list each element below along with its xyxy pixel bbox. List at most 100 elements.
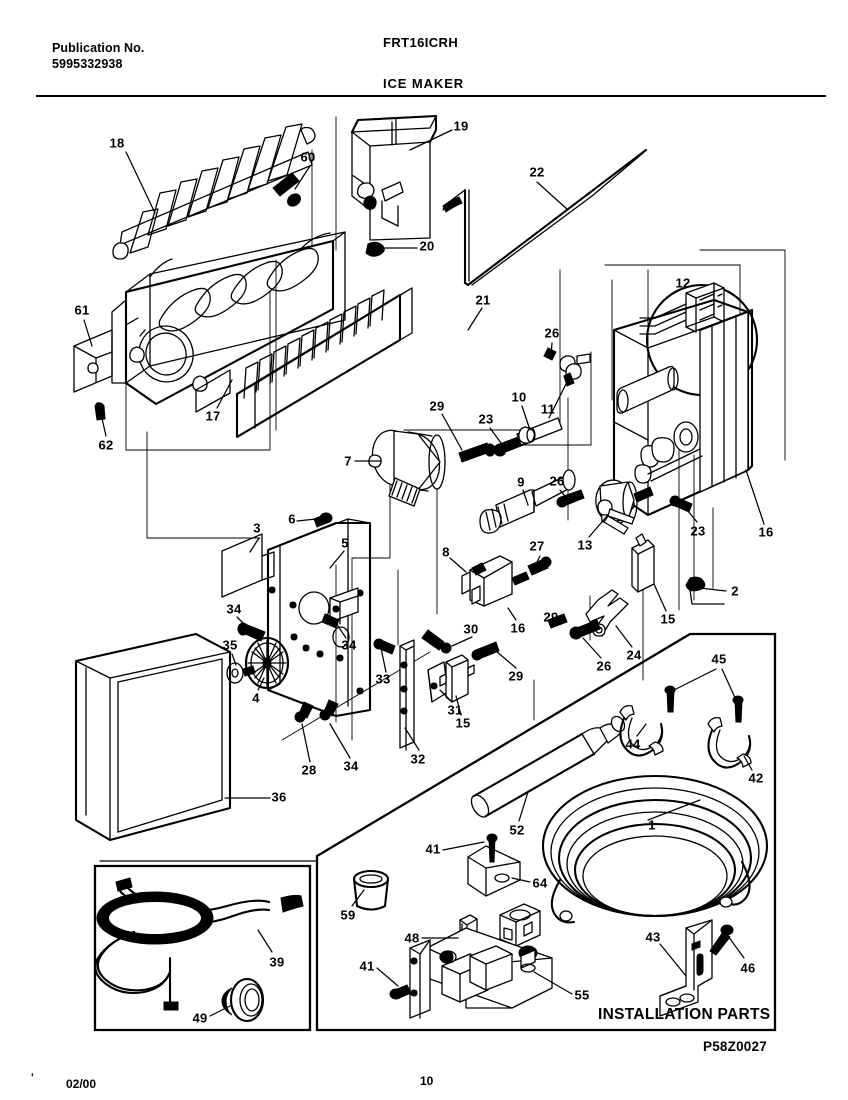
callout-number-31: 31 <box>447 702 463 718</box>
callout-number-6: 6 <box>288 511 296 527</box>
thermostat-part-13 <box>595 479 638 535</box>
mounting-plate-part-5 <box>266 518 372 718</box>
callout-number-32: 32 <box>410 751 426 767</box>
callout-number-29: 29 <box>543 609 559 625</box>
callout-number-8: 8 <box>442 544 450 560</box>
screw-part-41b <box>389 984 412 1000</box>
callout-number-34: 34 <box>341 637 357 653</box>
callout-number-1: 1 <box>648 817 656 833</box>
callout-number-60: 60 <box>300 149 316 165</box>
publication-number: 5995332938 <box>52 57 123 71</box>
screw-part-60 <box>272 172 301 207</box>
callout-number-29: 29 <box>508 668 524 684</box>
screw-part-26a <box>543 347 557 361</box>
screw-part-28 <box>294 701 314 723</box>
callout-number-21: 21 <box>475 292 491 308</box>
callout-number-55: 55 <box>574 987 590 1003</box>
installation-parts-label: INSTALLATION PARTS <box>598 1006 771 1023</box>
callout-number-41: 41 <box>425 841 441 857</box>
callout-number-26: 26 <box>544 325 560 341</box>
callout-number-30: 30 <box>463 621 479 637</box>
screw-part-26b <box>556 489 585 508</box>
callout-number-23: 23 <box>690 523 706 539</box>
callout-number-39: 39 <box>269 954 285 970</box>
publication-block: Publication No. 5995332938 <box>52 40 144 72</box>
tube-sleeve-part-52 <box>470 715 626 818</box>
callout-number-61: 61 <box>74 302 90 318</box>
screw-part-62 <box>94 402 106 421</box>
installation-parts-region-border <box>315 632 777 1032</box>
callout-number-15: 15 <box>455 715 471 731</box>
water-valve-part-55 <box>409 903 553 1019</box>
bracket-part-43 <box>659 919 713 1017</box>
callout-number-15: 15 <box>660 611 676 627</box>
callout-number-59: 59 <box>340 907 356 923</box>
ice-maker-module-part-16 <box>612 298 754 517</box>
callout-number-27: 27 <box>529 538 545 554</box>
callout-number-43: 43 <box>645 929 661 945</box>
callout-number-35: 35 <box>222 637 238 653</box>
callout-number-62: 62 <box>98 437 114 453</box>
screw-part-26c <box>569 619 601 640</box>
wiring-kit-region-border <box>93 864 312 1032</box>
switch-part-15a <box>439 654 475 703</box>
grommet-part-49 <box>221 977 265 1023</box>
screw-part-33 <box>373 638 396 655</box>
grommet-part-59 <box>352 869 390 911</box>
screw-part-45a <box>664 685 676 713</box>
callout-number-16: 16 <box>510 620 526 636</box>
callout-number-17: 17 <box>205 408 221 424</box>
callout-number-4: 4 <box>252 690 260 706</box>
screw-part-34c <box>319 699 339 721</box>
callout-number-7: 7 <box>344 453 352 469</box>
header-rule <box>36 95 826 97</box>
callout-number-16: 16 <box>758 524 774 540</box>
fill-tube-part-22 <box>442 148 648 287</box>
callout-number-41: 41 <box>359 958 375 974</box>
callout-number-26: 26 <box>549 473 565 489</box>
callout-number-9: 9 <box>517 474 525 490</box>
section-title: ICE MAKER <box>383 76 465 91</box>
callout-number-23: 23 <box>478 411 494 427</box>
callout-number-52: 52 <box>509 822 525 838</box>
callout-number-49: 49 <box>192 1010 208 1026</box>
screw-part-29a <box>458 442 496 463</box>
switch-part-15b <box>631 533 655 593</box>
callout-number-44: 44 <box>625 736 641 752</box>
tube-clamp-part-44 <box>619 704 664 757</box>
switch-part-8 <box>461 555 530 607</box>
mounting-bracket-part-61 <box>73 329 113 393</box>
leader-lines <box>83 129 765 1017</box>
callout-number-64: 64 <box>532 875 548 891</box>
page-number: 10 <box>420 1074 434 1088</box>
callout-number-24: 24 <box>626 647 642 663</box>
callout-number-46: 46 <box>740 960 756 976</box>
callout-number-42: 42 <box>748 770 764 786</box>
screw-part-29b <box>471 641 500 661</box>
screw-part-27 <box>527 556 552 576</box>
screw-part-45b <box>732 695 744 723</box>
callout-number-36: 36 <box>271 789 287 805</box>
wiring-harness-part-39 <box>94 877 304 1011</box>
solenoid-part-9 <box>479 469 576 534</box>
callout-number-20: 20 <box>419 238 435 254</box>
callout-number-5: 5 <box>341 535 349 551</box>
screw-part-46 <box>709 924 734 956</box>
model-number: FRT16ICRH <box>383 35 459 50</box>
callout-number-28: 28 <box>301 762 317 778</box>
tube-clamp-part-42 <box>707 716 752 769</box>
screw-part-30 <box>421 629 452 654</box>
screw-part-34b <box>321 613 340 629</box>
callout-number-48: 48 <box>404 930 420 946</box>
callout-number-3: 3 <box>253 520 261 536</box>
callout-number-22: 22 <box>529 164 545 180</box>
diagram-code: P58Z0027 <box>703 1039 767 1054</box>
publication-label: Publication No. <box>52 41 145 55</box>
callout-number-11: 11 <box>540 401 556 417</box>
bracket-part-32 <box>399 639 415 751</box>
callout-number-34: 34 <box>343 758 359 774</box>
gear-part-4 <box>244 636 290 690</box>
callout-number-33: 33 <box>375 671 391 687</box>
